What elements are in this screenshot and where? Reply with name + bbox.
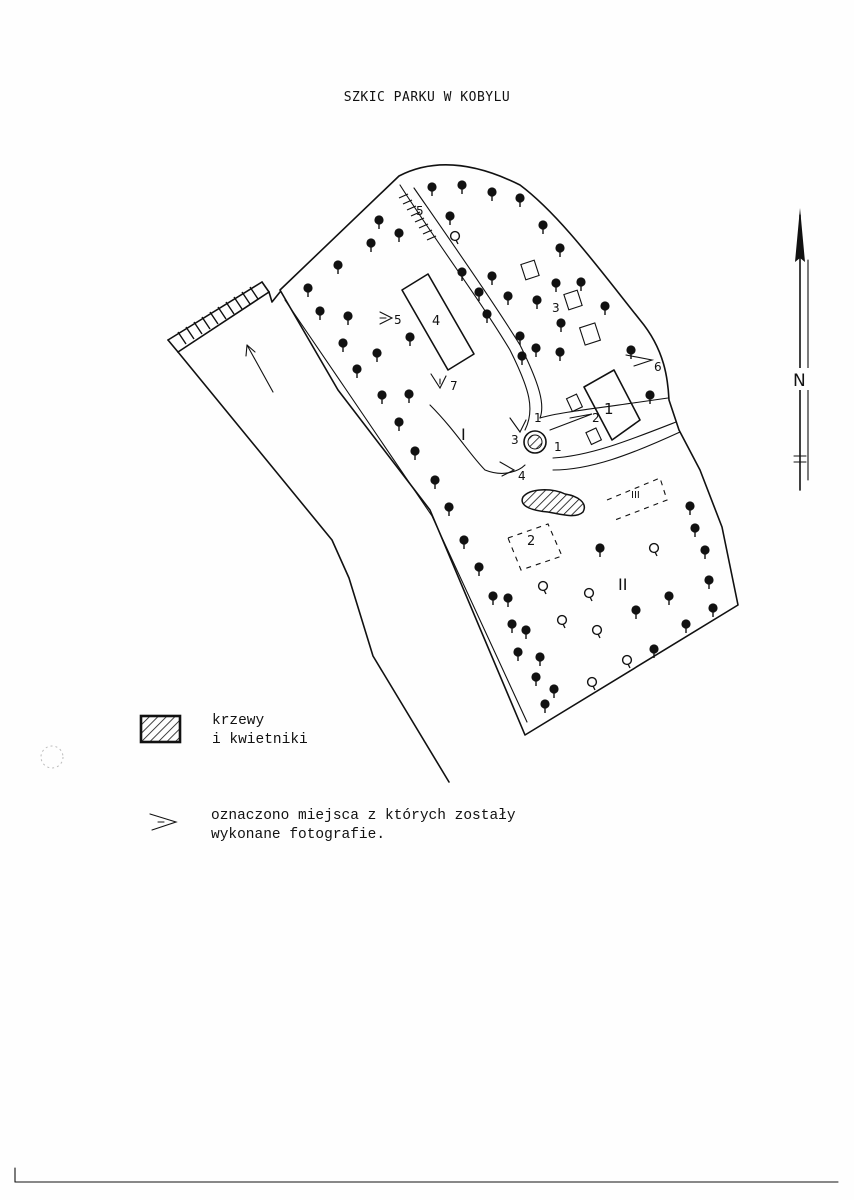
road-direction-arrow — [246, 344, 274, 393]
legend-photo-marker-icon — [149, 813, 178, 831]
outbuilding-c — [578, 322, 602, 346]
building-1 — [583, 369, 641, 441]
pond: 1 — [523, 430, 562, 454]
north-letter: N — [793, 371, 806, 391]
photo-marker-icon — [509, 417, 527, 434]
zone-III-label: III — [631, 490, 640, 501]
building-1-label: 1 — [604, 400, 614, 418]
road — [167, 281, 450, 783]
map-title: SZKIC PARKU W KOBYLU — [343, 90, 511, 105]
building-4 — [401, 273, 475, 371]
building-1-annex-a — [565, 393, 584, 413]
legend-photos-line1: oznaczono miejsca z których zostały — [211, 808, 516, 824]
north-arrow-icon: N — [790, 208, 812, 491]
photo-5-label: 5 — [394, 313, 402, 327]
buildings: 4 1 3 2 III 5 — [401, 204, 668, 571]
photo-3-label: 3 — [511, 433, 519, 447]
photo-7-label: 7 — [450, 379, 458, 393]
legend-shrubs-text: krzewy i kwietniki — [212, 712, 308, 750]
outbuilding-a — [520, 259, 540, 281]
zone-I-label: I — [461, 425, 466, 444]
photo-marker-icon — [625, 354, 655, 367]
building-5-label: 5 — [416, 204, 424, 218]
building-3-label: 3 — [552, 301, 560, 315]
photo-marker-icon — [499, 461, 516, 477]
photo-2-label: 2 — [592, 411, 600, 425]
building-2-label: 2 — [527, 534, 535, 549]
building-1-annex-b — [585, 427, 603, 446]
photo-6-label: 6 — [654, 360, 662, 374]
building-2 — [507, 523, 563, 571]
photo-4-label: 4 — [518, 469, 526, 483]
photo-markers: 5 7 6 2 3 4 1 — [379, 311, 662, 483]
shrub-bed — [521, 489, 585, 517]
park-paths — [399, 184, 681, 474]
legend-shrubs-line1: krzewy — [212, 713, 265, 729]
photo-1-label: 1 — [534, 411, 542, 425]
legend-photos-text: oznaczono miejsca z których zostały wyko… — [211, 807, 516, 845]
legend-shrubs-line2: i kwietniki — [212, 732, 308, 748]
photo-marker-icon — [549, 413, 593, 431]
legend-photos-line2: wykonane fotografie. — [211, 827, 386, 843]
outbuilding-b — [563, 289, 583, 311]
boundary-inner-line — [284, 299, 528, 723]
zone-II-label: II — [618, 575, 627, 594]
photo-marker-icon — [379, 311, 394, 325]
photo-marker-icon — [430, 373, 447, 390]
scan-hole-mark — [40, 745, 64, 769]
building-4-label: 4 — [432, 314, 440, 329]
park-boundary — [279, 164, 739, 736]
pond-label: 1 — [554, 440, 562, 454]
hatch-swatch-icon — [139, 714, 182, 744]
